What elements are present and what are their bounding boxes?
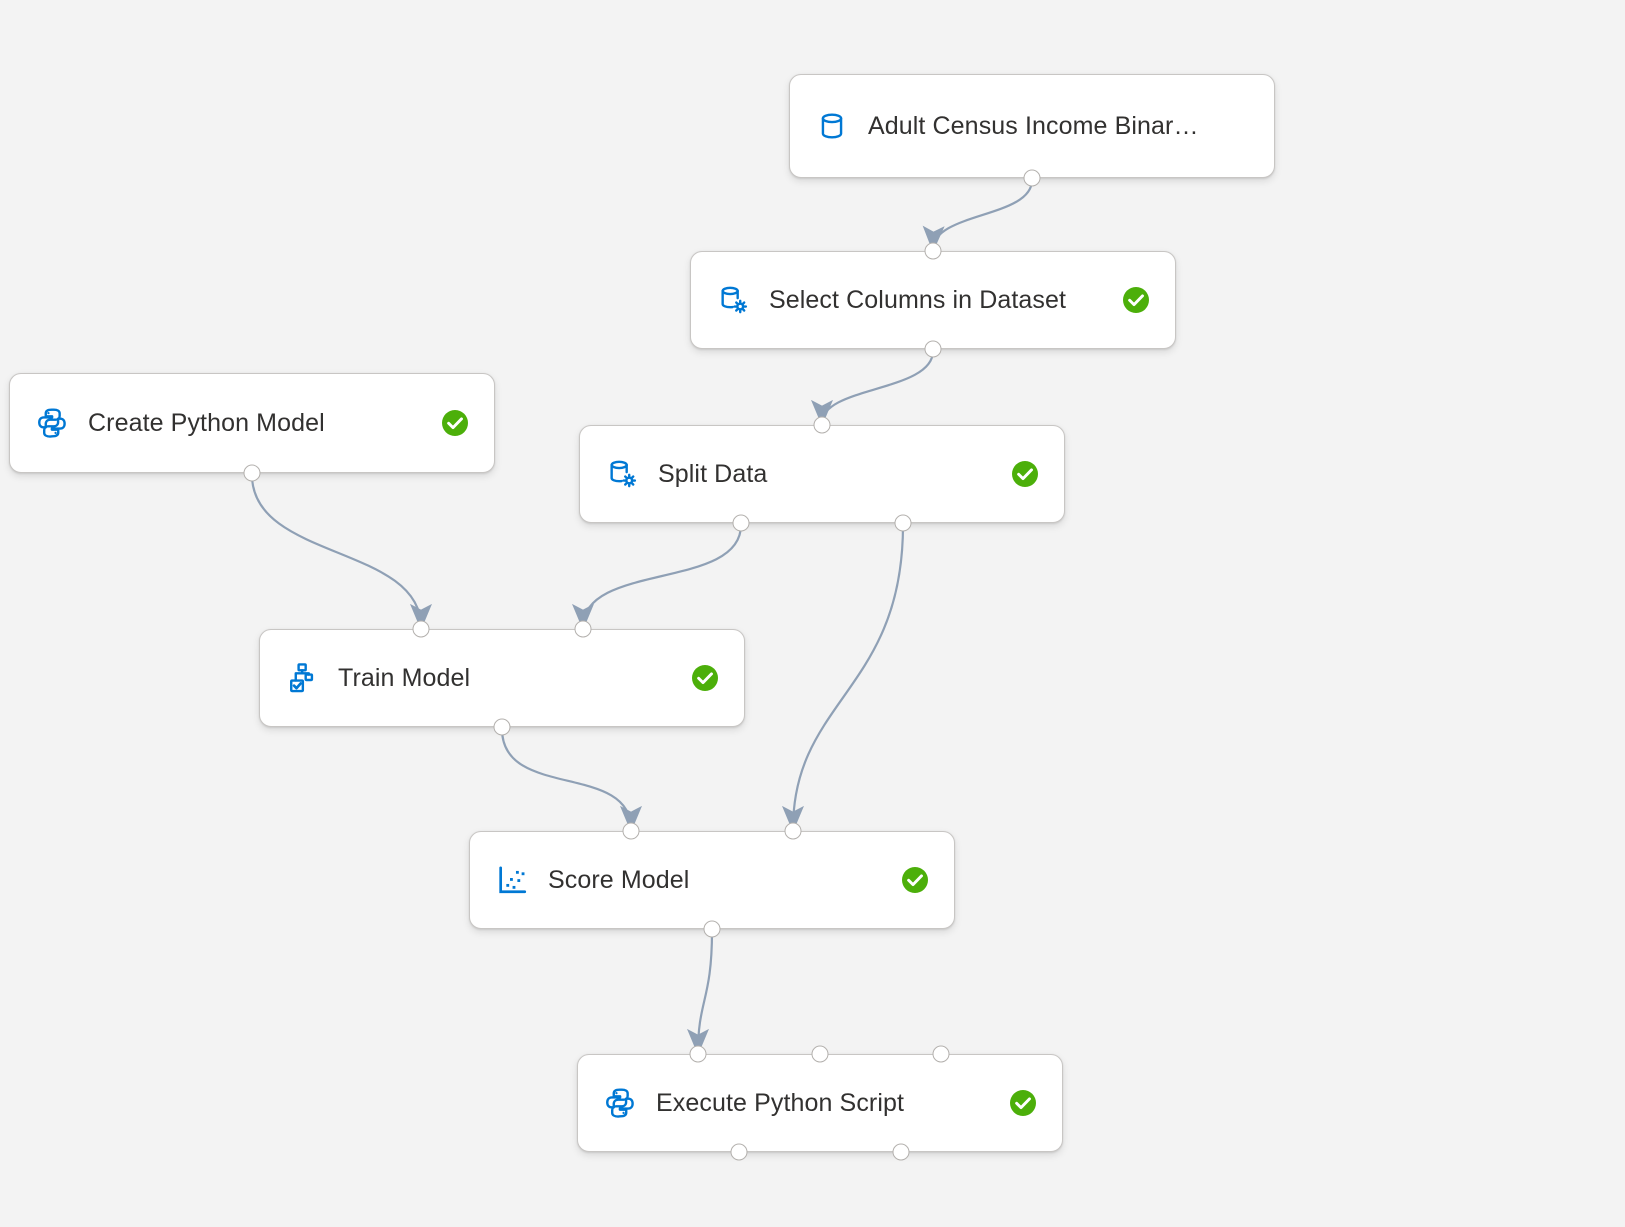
node-train-model[interactable]: Train Model [259,629,745,727]
input-port[interactable] [689,1045,707,1063]
python-icon [34,405,70,441]
input-port[interactable] [784,822,802,840]
scatter-plot-icon [494,862,530,898]
node-adult-census-income-binary[interactable]: Adult Census Income Binary ... [789,74,1275,178]
output-port[interactable] [732,514,750,532]
succeeded-icon [1121,285,1151,315]
output-port[interactable] [892,1143,910,1161]
succeeded-icon [900,865,930,895]
output-port[interactable] [703,920,721,938]
train-model-icon [284,660,320,696]
node-select-columns-in-dataset[interactable]: Select Columns in Dataset [690,251,1176,349]
output-port[interactable] [1023,169,1041,187]
node-split-data[interactable]: Split Data [579,425,1065,523]
node-label: Execute Python Script [656,1088,905,1117]
node-label: Adult Census Income Binary ... [868,111,1206,140]
node-label: Score Model [548,865,690,894]
input-port[interactable] [932,1045,950,1063]
node-label: Select Columns in Dataset [769,285,1067,314]
input-port[interactable] [622,822,640,840]
output-port[interactable] [894,514,912,532]
succeeded-icon [690,663,720,693]
pipeline-edge[interactable] [500,728,642,833]
pipeline-edge[interactable] [782,524,905,833]
input-port[interactable] [811,1045,829,1063]
node-label: Train Model [338,663,471,692]
node-label: Split Data [658,459,768,488]
output-port[interactable] [493,718,511,736]
pipeline-edge[interactable] [572,524,743,631]
node-label: Create Python Model [88,408,325,437]
output-port[interactable] [730,1143,748,1161]
succeeded-icon [440,408,470,438]
dataset-settings-icon [715,282,751,318]
node-create-python-model[interactable]: Create Python Model [9,373,495,473]
succeeded-icon [1010,459,1040,489]
pipeline-edge[interactable] [922,179,1034,253]
node-execute-python-script[interactable]: Execute Python Script [577,1054,1063,1152]
input-port[interactable] [574,620,592,638]
input-port[interactable] [813,416,831,434]
python-icon [602,1085,638,1121]
succeeded-icon [1008,1088,1038,1118]
database-icon [814,108,850,144]
input-port[interactable] [924,242,942,260]
output-port[interactable] [243,464,261,482]
pipeline-edge[interactable] [687,930,714,1056]
pipeline-edge[interactable] [811,350,935,427]
dataset-settings-icon [604,456,640,492]
pipeline-edge[interactable] [250,474,432,631]
node-score-model[interactable]: Score Model [469,831,955,929]
output-port[interactable] [924,340,942,358]
input-port[interactable] [412,620,430,638]
